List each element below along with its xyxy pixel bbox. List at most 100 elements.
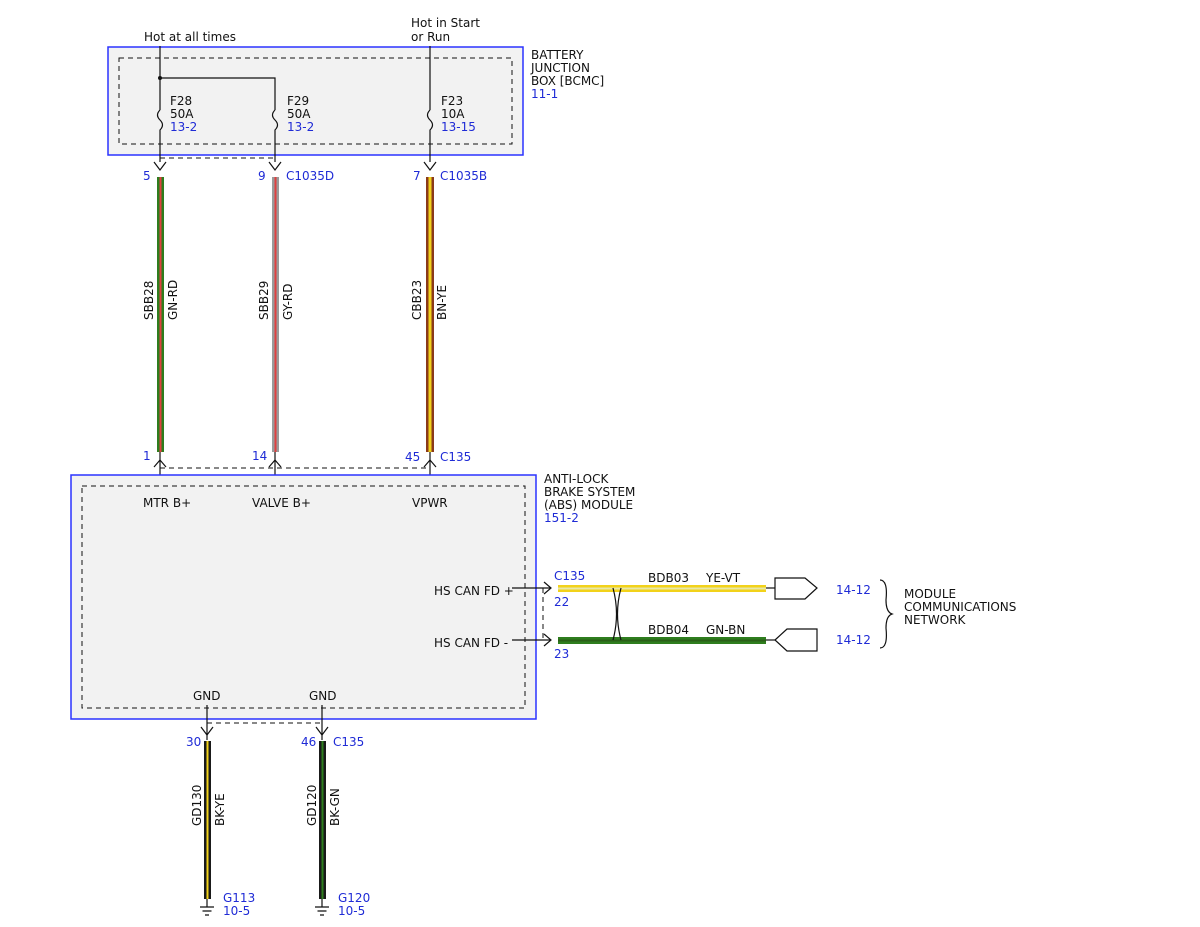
wire-gd120 xyxy=(319,741,326,899)
bjb-inner-boundary xyxy=(118,57,513,145)
pin-46: 46 xyxy=(301,735,316,749)
connector-arrow-pin23 xyxy=(543,633,552,647)
wire-sbb28-stripe xyxy=(159,177,162,452)
wire-gd120-stripe xyxy=(321,741,324,899)
ground-symbol-g113 xyxy=(200,899,214,916)
abs-pin-valve-label: VALVE B+ xyxy=(252,496,311,510)
connector-c1035d: C1035D xyxy=(286,169,334,183)
fuse-f23-symbol xyxy=(426,109,434,162)
hot-in-start-label: Hot in Start xyxy=(411,16,480,30)
connector-arrow-pin5 xyxy=(153,161,167,171)
wire-sbb28 xyxy=(157,177,164,452)
wire-gd120-circuit: GD120 xyxy=(305,785,319,826)
abs-pin-gnd1-label: GND xyxy=(193,689,221,703)
ground-g113-ref[interactable]: 10-5 xyxy=(223,904,250,918)
connector-arrow-pin9 xyxy=(268,161,282,171)
network-label-line1: MODULE xyxy=(904,587,956,601)
abs-pin-mtr-label: MTR B+ xyxy=(143,496,191,510)
pin-7: 7 xyxy=(413,169,421,183)
offpage-arrow-plus xyxy=(774,577,818,600)
fuse-f29-rating: 50A xyxy=(287,107,311,121)
wire-gd130-stripe xyxy=(206,741,209,899)
abs-name-line2: BRAKE SYSTEM xyxy=(544,485,635,499)
ground-g120-id[interactable]: G120 xyxy=(338,891,370,905)
abs-name-line3: (ABS) MODULE xyxy=(544,498,633,512)
bjb-name-line2: JUNCTION xyxy=(530,61,590,75)
wire-sbb29-circuit: SBB29 xyxy=(257,281,271,320)
pin-23: 23 xyxy=(554,647,569,661)
connector-arrow-pin14 xyxy=(268,459,282,468)
abs-module-inner-boundary xyxy=(81,485,526,709)
wire-bdb04-stripe xyxy=(558,639,766,642)
hot-at-all-times-label: Hot at all times xyxy=(144,30,236,44)
connector-arrow-pin30 xyxy=(200,726,214,736)
network-label-line2: COMMUNICATIONS xyxy=(904,600,1016,614)
network-brace xyxy=(879,579,894,649)
connector-c135-can: C135 xyxy=(554,569,585,583)
connector-arrow-pin45 xyxy=(423,459,437,468)
abs-pin-vpwr-label: VPWR xyxy=(412,496,448,510)
abs-pin-can-plus-label: HS CAN FD + xyxy=(434,584,514,598)
fuse-f28-ref[interactable]: 13-2 xyxy=(170,120,197,134)
abs-ref-link[interactable]: 151-2 xyxy=(544,511,579,525)
battery-junction-box xyxy=(107,46,524,156)
wire-gd120-color: BK-GN xyxy=(328,788,342,826)
bjb-name-line1: BATTERY xyxy=(531,48,584,62)
fuse-f29: F29 50A 13-2 xyxy=(271,94,314,162)
connector-arrow-pin7 xyxy=(423,161,437,171)
wire-bdb03-circuit: BDB03 xyxy=(648,571,689,585)
connector-arrow-pin22 xyxy=(543,581,552,595)
wire-cbb23-stripe xyxy=(428,177,432,452)
wire-bdb04-circuit: BDB04 xyxy=(648,623,689,637)
can-plus-ref-link[interactable]: 14-12 xyxy=(836,583,871,597)
pin-5: 5 xyxy=(143,169,151,183)
wire-sbb28-circuit: SBB28 xyxy=(142,281,156,320)
abs-name-line1: ANTI-LOCK xyxy=(544,472,609,486)
fuse-f23-ref[interactable]: 13-15 xyxy=(441,120,476,134)
offpage-arrow-minus xyxy=(774,628,818,652)
pin-14: 14 xyxy=(252,449,267,463)
connector-arrow-pin1 xyxy=(153,459,167,468)
pin-22: 22 xyxy=(554,595,569,609)
fuse-f29-id: F29 xyxy=(287,94,309,108)
wire-sbb29 xyxy=(272,177,279,452)
fuse-f28: F28 50A 13-2 xyxy=(156,94,197,162)
wire-cbb23 xyxy=(426,177,434,452)
wire-cbb23-circuit: CBB23 xyxy=(410,280,424,320)
fuse-f28-rating: 50A xyxy=(170,107,194,121)
abs-module-box xyxy=(70,474,537,720)
pin-9: 9 xyxy=(258,169,266,183)
network-label-line3: NETWORK xyxy=(904,613,967,627)
fuse-f23-id: F23 xyxy=(441,94,463,108)
abs-pin-gnd2-label: GND xyxy=(309,689,337,703)
pin-1: 1 xyxy=(143,449,151,463)
connector-c135-gnd: C135 xyxy=(333,735,364,749)
wire-bdb04-color: GN-BN xyxy=(706,623,745,637)
fuse-f29-ref[interactable]: 13-2 xyxy=(287,120,314,134)
feed-branch-f29 xyxy=(160,77,276,110)
twisted-pair-symbol xyxy=(612,587,622,641)
wire-bdb03-color: YE-VT xyxy=(705,571,741,585)
can-minus-ref-link[interactable]: 14-12 xyxy=(836,633,871,647)
ground-g113-id[interactable]: G113 xyxy=(223,891,255,905)
bjb-name-line3: BOX [BCMC] xyxy=(531,74,604,88)
pin-45: 45 xyxy=(405,450,420,464)
ground-g113-lines xyxy=(200,899,214,916)
wire-sbb28-color: GN-RD xyxy=(166,280,180,320)
fuse-f23: F23 10A 13-15 xyxy=(426,94,476,162)
or-run-label: or Run xyxy=(411,30,450,44)
ground-symbol-g120 xyxy=(315,899,329,916)
wire-sbb29-stripe xyxy=(274,177,277,452)
wire-gd130 xyxy=(204,741,211,899)
connector-c1035b: C1035B xyxy=(440,169,487,183)
wire-gd130-circuit: GD130 xyxy=(190,785,204,826)
wire-cbb23-color: BN-YE xyxy=(435,285,449,320)
ground-g120-ref[interactable]: 10-5 xyxy=(338,904,365,918)
splice-dot xyxy=(158,76,162,80)
pin-30: 30 xyxy=(186,735,201,749)
bjb-ref-link[interactable]: 11-1 xyxy=(531,87,558,101)
fuse-f28-id: F28 xyxy=(170,94,192,108)
abs-pin-can-minus-label: HS CAN FD - xyxy=(434,636,508,650)
fuse-f29-symbol xyxy=(271,109,279,162)
